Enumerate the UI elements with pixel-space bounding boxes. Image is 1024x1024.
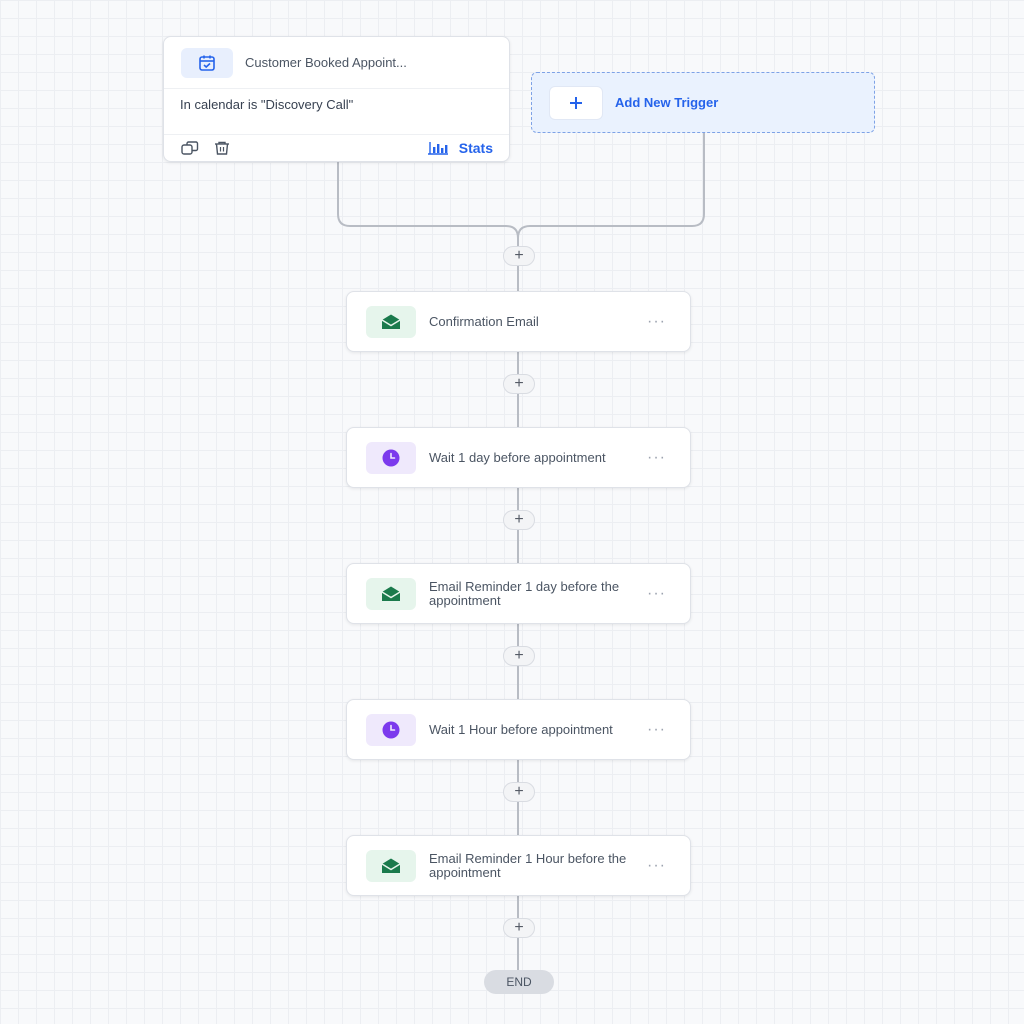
add-step-button[interactable]: + xyxy=(503,510,535,530)
trigger-header: Customer Booked Appoint... xyxy=(164,37,509,89)
add-step-button[interactable]: + xyxy=(503,374,535,394)
add-step-button[interactable]: + xyxy=(503,646,535,666)
trigger-card[interactable]: Customer Booked Appoint... In calendar i… xyxy=(163,36,510,162)
trash-icon[interactable] xyxy=(212,138,232,158)
plus-icon xyxy=(549,85,603,120)
clock-icon xyxy=(366,441,416,474)
mail-open-icon xyxy=(366,305,416,338)
clock-icon xyxy=(366,713,416,746)
mail-open-icon xyxy=(366,577,416,610)
copy-icon[interactable] xyxy=(180,138,200,158)
connector-trigger xyxy=(337,162,519,246)
action-label: Email Reminder 1 day before the appointm… xyxy=(429,578,620,608)
mail-open-icon xyxy=(366,849,416,882)
more-options-icon[interactable]: ··· xyxy=(647,312,666,330)
stats-label: Stats xyxy=(458,140,493,156)
action-node-email-reminder-1-hour[interactable]: Email Reminder 1 Hour before the appoint… xyxy=(346,835,691,896)
bar-chart-icon xyxy=(427,141,449,155)
add-step-button[interactable]: + xyxy=(503,782,535,802)
more-options-icon[interactable]: ··· xyxy=(647,448,666,466)
add-step-button[interactable]: + xyxy=(503,246,535,266)
action-label: Confirmation Email xyxy=(429,313,539,329)
connector-add-trigger xyxy=(517,133,705,239)
end-marker: END xyxy=(484,970,554,994)
more-options-icon[interactable]: ··· xyxy=(647,720,666,738)
more-options-icon[interactable]: ··· xyxy=(647,856,666,874)
add-step-button[interactable]: + xyxy=(503,918,535,938)
action-label: Wait 1 Hour before appointment xyxy=(429,721,613,737)
action-node-confirmation-email[interactable]: Confirmation Email ··· xyxy=(346,291,691,352)
stats-link[interactable]: Stats xyxy=(427,140,493,156)
action-label: Email Reminder 1 Hour before the appoint… xyxy=(429,850,627,880)
action-node-wait-1-hour[interactable]: Wait 1 Hour before appointment ··· xyxy=(346,699,691,760)
trigger-footer: Stats xyxy=(164,135,509,161)
action-node-wait-1-day[interactable]: Wait 1 day before appointment ··· xyxy=(346,427,691,488)
more-options-icon[interactable]: ··· xyxy=(647,584,666,602)
trigger-condition: In calendar is "Discovery Call" xyxy=(164,89,509,135)
trigger-title: Customer Booked Appoint... xyxy=(245,55,407,70)
calendar-check-icon xyxy=(181,47,233,78)
action-label: Wait 1 day before appointment xyxy=(429,449,606,465)
add-new-trigger-label: Add New Trigger xyxy=(615,95,719,110)
add-new-trigger-button[interactable]: Add New Trigger xyxy=(531,72,875,133)
action-node-email-reminder-1-day[interactable]: Email Reminder 1 day before the appointm… xyxy=(346,563,691,624)
